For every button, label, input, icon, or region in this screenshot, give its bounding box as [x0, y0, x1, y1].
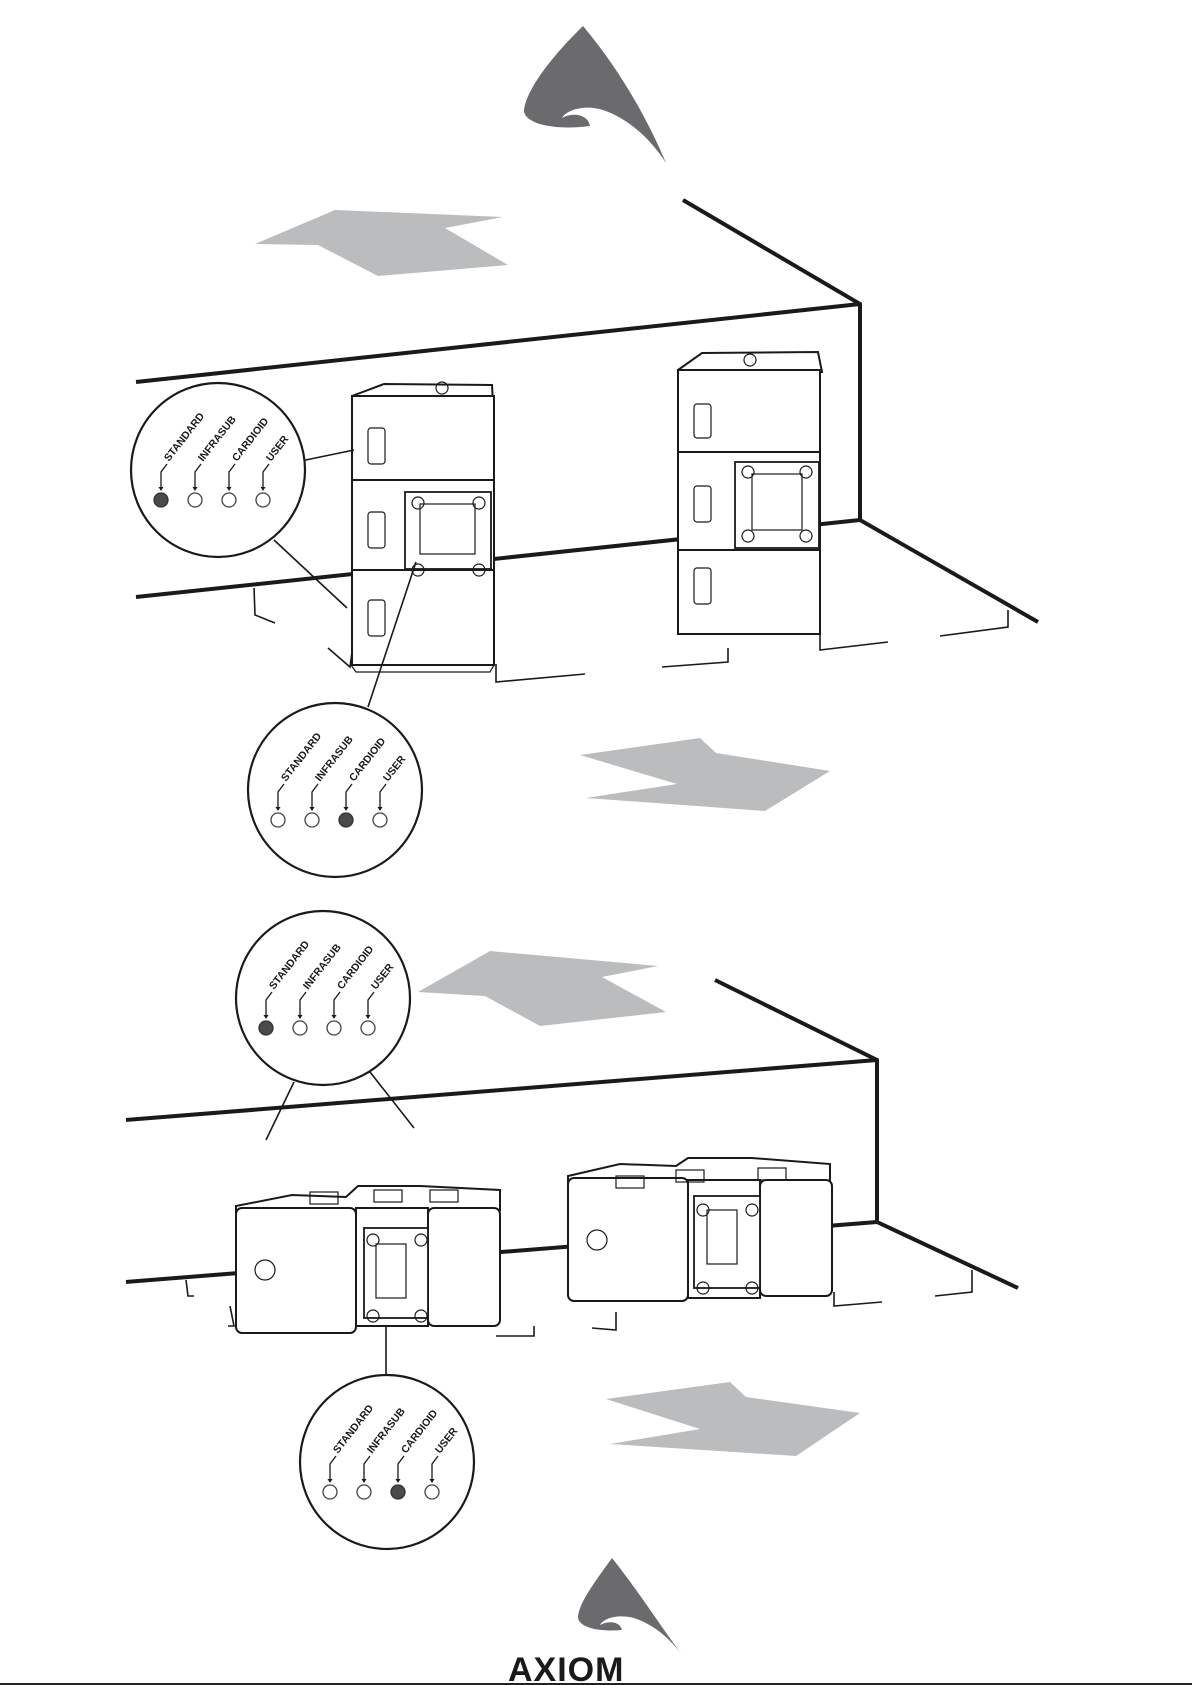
bottom-forward-arrow-icon	[606, 1382, 860, 1456]
led-indicator-icon	[339, 813, 353, 827]
led-indicator-icon	[305, 813, 319, 827]
top-logo-icon	[524, 26, 666, 163]
bottom-wall-top-line	[126, 1060, 877, 1120]
led-indicator-icon	[323, 1485, 337, 1499]
led-indicator-icon	[222, 493, 236, 507]
bottom-logo: AXIOM	[508, 1558, 682, 1685]
selector-callout-circle	[248, 703, 422, 877]
led-indicator-icon	[154, 493, 168, 507]
led-indicator-icon	[293, 1021, 307, 1035]
led-indicator-icon	[256, 493, 270, 507]
led-indicator-icon	[361, 1021, 375, 1035]
subwoofer-row-right	[568, 1158, 832, 1301]
top-forward-arrow-icon	[580, 738, 830, 811]
selector-callout-circle	[131, 383, 305, 557]
led-indicator-icon	[271, 813, 285, 827]
led-indicator-icon	[373, 813, 387, 827]
led-indicator-icon	[391, 1485, 405, 1499]
led-indicator-icon	[259, 1021, 273, 1035]
subwoofer-row-left	[236, 1186, 500, 1333]
subwoofer-stack-left	[351, 382, 494, 672]
subwoofer-stack-right	[678, 352, 822, 634]
brand-name: AXIOM	[508, 1651, 624, 1685]
led-indicator-icon	[327, 1021, 341, 1035]
axiom-triangle-icon	[578, 1558, 682, 1655]
selector-callout-circle	[300, 1375, 474, 1549]
leader-bottom-standard-a	[266, 1082, 294, 1140]
bottom-direction-arrow-icon	[418, 951, 666, 1026]
led-indicator-icon	[425, 1485, 439, 1499]
selector-callout-circle	[236, 911, 410, 1085]
led-indicator-icon	[357, 1485, 371, 1499]
led-indicator-icon	[188, 493, 202, 507]
top-direction-arrow-icon	[255, 210, 508, 276]
